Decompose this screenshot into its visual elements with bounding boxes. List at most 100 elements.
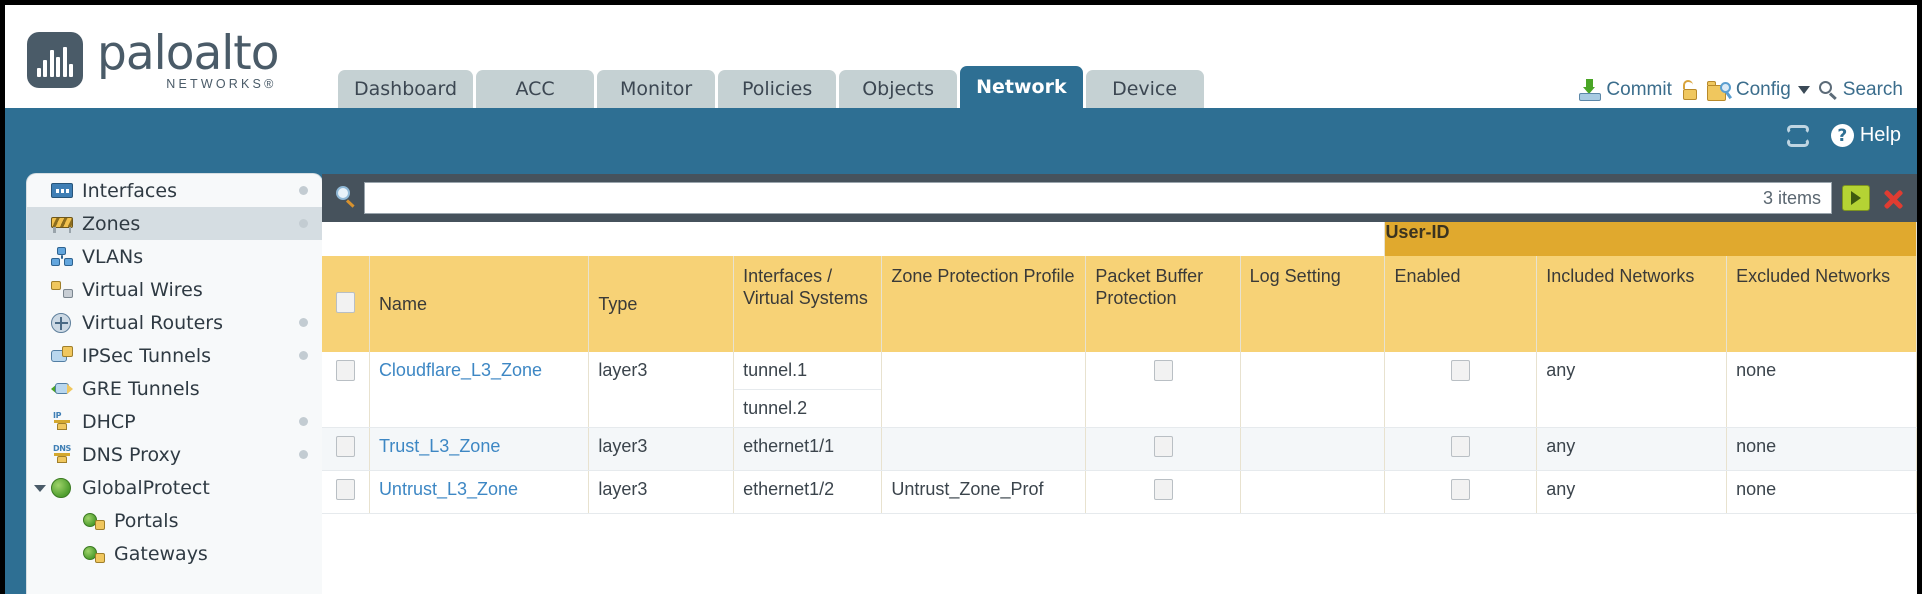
tab-dashboard[interactable]: Dashboard — [338, 70, 474, 108]
status-dot — [299, 219, 308, 228]
search-icon — [1818, 80, 1838, 100]
group-header-spacer — [322, 222, 1386, 256]
commit-button[interactable]: Commit — [1579, 79, 1672, 101]
tab-monitor[interactable]: Monitor — [597, 70, 716, 108]
filter-search-icon[interactable] — [334, 185, 360, 211]
body-area: Interfaces Zones VLANs Vir — [5, 174, 1917, 594]
row-select-cell[interactable] — [322, 470, 370, 514]
gre-tunnels-icon — [51, 379, 73, 398]
packet-buffer-protection-cell[interactable] — [1085, 470, 1241, 514]
zone-name-link[interactable]: Trust_L3_Zone — [369, 427, 590, 471]
packet-buffer-protection-checkbox[interactable] — [1153, 479, 1173, 500]
header-actions: Commit Config Search — [1579, 79, 1903, 101]
packet-buffer-protection-checkbox[interactable] — [1153, 360, 1173, 381]
commit-icon — [1579, 79, 1602, 101]
userid-enabled-checkbox[interactable] — [1451, 436, 1471, 457]
tab-acc[interactable]: ACC — [476, 70, 595, 108]
log-setting — [1240, 352, 1386, 428]
row-select-cell[interactable] — [322, 352, 370, 428]
sidebar-item-globalprotect[interactable]: GlobalProtect — [27, 471, 322, 504]
sidebar-item-label: Gateways — [114, 542, 208, 565]
sidebar-item-label: DHCP — [82, 410, 136, 433]
sidebar-item-portals[interactable]: Portals — [27, 504, 322, 537]
column-header-enabled[interactable]: Enabled — [1384, 256, 1538, 352]
packet-buffer-protection-checkbox[interactable] — [1153, 436, 1173, 457]
sidebar-item-virtual-wires[interactable]: Virtual Wires — [27, 273, 322, 306]
interface-entry: tunnel.2 — [743, 398, 808, 418]
paloalto-logo: paloalto NETWORKS® — [27, 30, 279, 91]
row-checkbox[interactable] — [335, 360, 355, 381]
globalprotect-icon — [51, 478, 73, 498]
unlock-icon[interactable] — [1681, 80, 1698, 100]
apply-filter-button[interactable] — [1842, 185, 1870, 211]
filter-input[interactable]: 3 items — [364, 182, 1832, 214]
column-header-included-networks[interactable]: Included Networks — [1536, 256, 1728, 352]
sidebar-item-vlans[interactable]: VLANs — [27, 240, 322, 273]
userid-enabled-cell[interactable] — [1384, 352, 1538, 428]
sidebar-nav: Interfaces Zones VLANs Vir — [27, 174, 322, 594]
sidebar-item-gre-tunnels[interactable]: GRE Tunnels — [27, 372, 322, 405]
column-header-zone-protection-profile[interactable]: Zone Protection Profile — [881, 256, 1087, 352]
sidebar-item-interfaces[interactable]: Interfaces — [27, 174, 322, 207]
select-all-header[interactable] — [322, 256, 370, 352]
search-label: Search — [1842, 79, 1903, 100]
zone-type: layer3 — [588, 470, 735, 514]
included-networks: any — [1536, 352, 1728, 428]
log-setting — [1240, 470, 1386, 514]
included-networks: any — [1536, 470, 1728, 514]
sidebar-item-virtual-routers[interactable]: Virtual Routers — [27, 306, 322, 339]
tab-network[interactable]: Network — [960, 66, 1083, 108]
ipsec-tunnels-icon — [51, 346, 73, 365]
sidebar-item-dhcp[interactable]: IP DHCP — [27, 405, 322, 438]
tab-objects[interactable]: Objects — [839, 70, 958, 108]
included-networks: any — [1536, 427, 1728, 471]
table-body: Cloudflare_L3_Zone layer3 tunnel.1 tunne… — [322, 352, 1917, 514]
sub-header-bar: ? Help — [5, 108, 1917, 174]
column-header-interfaces[interactable]: Interfaces / Virtual Systems — [733, 256, 883, 352]
userid-enabled-checkbox[interactable] — [1451, 479, 1471, 500]
excluded-networks: none — [1726, 427, 1917, 471]
config-menu[interactable]: Config — [1706, 79, 1810, 101]
column-header-excluded-networks[interactable]: Excluded Networks — [1726, 256, 1917, 352]
help-button[interactable]: ? Help — [1830, 124, 1901, 147]
refresh-icon[interactable] — [1786, 124, 1813, 147]
column-header-packet-buffer-protection[interactable]: Packet Buffer Protection — [1085, 256, 1241, 352]
sidebar-item-gateways[interactable]: Gateways — [27, 537, 322, 570]
packet-buffer-protection-cell[interactable] — [1085, 352, 1241, 428]
sub-header-actions: ? Help — [1786, 124, 1901, 147]
zone-name-link[interactable]: Untrust_L3_Zone — [369, 470, 590, 514]
sidebar-item-ipsec-tunnels[interactable]: IPSec Tunnels — [27, 339, 322, 372]
sidebar-item-label: Interfaces — [82, 179, 177, 202]
status-dot — [299, 318, 308, 327]
tab-policies[interactable]: Policies — [718, 70, 837, 108]
expand-triangle-icon[interactable] — [34, 485, 46, 497]
column-header-name[interactable]: Name — [369, 256, 590, 352]
userid-enabled-cell[interactable] — [1384, 427, 1538, 471]
table-row[interactable]: Trust_L3_Zone layer3 ethernet1/1 any non… — [322, 427, 1917, 471]
sidebar-item-label: IPSec Tunnels — [82, 344, 212, 367]
zone-interfaces: tunnel.1 tunnel.2 — [733, 352, 883, 428]
row-checkbox[interactable] — [335, 436, 355, 457]
zone-name-link[interactable]: Cloudflare_L3_Zone — [369, 352, 590, 428]
search-button[interactable]: Search — [1818, 79, 1903, 101]
clear-filter-button[interactable] — [1880, 185, 1907, 212]
sidebar-item-label: Zones — [82, 212, 141, 235]
packet-buffer-protection-cell[interactable] — [1085, 427, 1241, 471]
item-count: 3 items — [1762, 187, 1821, 208]
tab-device[interactable]: Device — [1085, 70, 1204, 108]
sidebar-item-zones[interactable]: Zones — [27, 207, 322, 240]
status-dot — [299, 186, 308, 195]
zone-protection-profile: Untrust_Zone_Prof — [881, 470, 1087, 514]
excluded-networks: none — [1726, 352, 1917, 428]
help-icon: ? — [1830, 124, 1854, 147]
column-header-type[interactable]: Type — [588, 256, 735, 352]
column-header-log-setting[interactable]: Log Setting — [1240, 256, 1386, 352]
table-row[interactable]: Untrust_L3_Zone layer3 ethernet1/2 Untru… — [322, 470, 1917, 514]
userid-enabled-cell[interactable] — [1384, 470, 1538, 514]
sidebar-item-dns-proxy[interactable]: DNS DNS Proxy — [27, 438, 322, 471]
row-select-cell[interactable] — [322, 427, 370, 471]
userid-enabled-checkbox[interactable] — [1451, 360, 1471, 381]
status-dot — [299, 417, 308, 426]
row-checkbox[interactable] — [335, 479, 355, 500]
select-all-checkbox[interactable] — [335, 291, 355, 313]
